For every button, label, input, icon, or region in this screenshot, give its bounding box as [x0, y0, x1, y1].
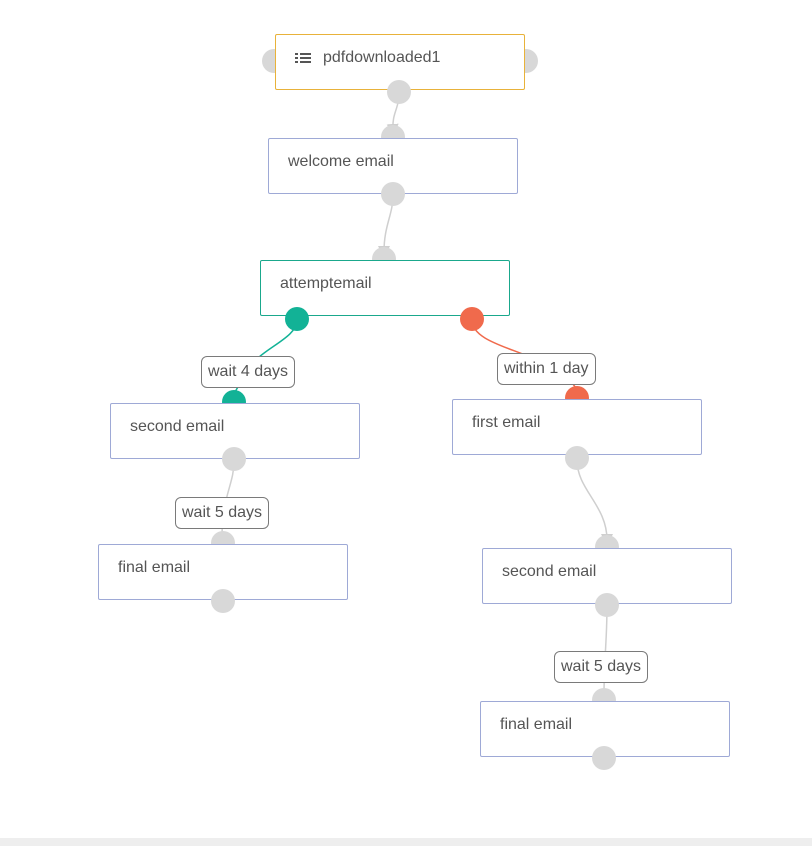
connector-first-right-second-right	[576, 459, 613, 546]
welcome-port-out[interactable]	[381, 182, 405, 206]
edge-label-wait-5-days-right[interactable]: wait 5 days	[554, 651, 649, 683]
edge-label-within-1-day[interactable]: within 1 day	[497, 353, 596, 385]
list-icon	[295, 53, 311, 63]
node-attemptemail[interactable]: attemptemail	[260, 260, 510, 316]
node-label: final email	[500, 716, 573, 733]
edge-label-wait-5-days-left[interactable]: wait 5 days	[175, 497, 270, 529]
attempt-port-no[interactable]	[460, 307, 484, 331]
node-welcome-email[interactable]: welcome email	[268, 138, 518, 194]
final-left-port-out[interactable]	[211, 589, 235, 613]
second-left-port-out[interactable]	[222, 447, 246, 471]
attempt-port-yes[interactable]	[285, 307, 309, 331]
trigger-label: pdfdownloaded1	[323, 49, 441, 66]
node-label: welcome email	[288, 153, 394, 170]
edge-label-wait-4-days[interactable]: wait 4 days	[201, 356, 296, 388]
node-label: second email	[130, 418, 225, 435]
bottom-bar	[0, 838, 812, 846]
trigger-port-out[interactable]	[387, 80, 411, 104]
first-right-port-out[interactable]	[565, 446, 589, 470]
node-label: attemptemail	[280, 275, 372, 292]
second-right-port-out[interactable]	[595, 593, 619, 617]
node-label: final email	[118, 559, 191, 576]
final-right-port-out[interactable]	[592, 746, 616, 770]
node-label: first email	[472, 414, 541, 431]
node-label: second email	[502, 563, 597, 580]
node-first-email-right[interactable]: first email	[452, 399, 702, 455]
